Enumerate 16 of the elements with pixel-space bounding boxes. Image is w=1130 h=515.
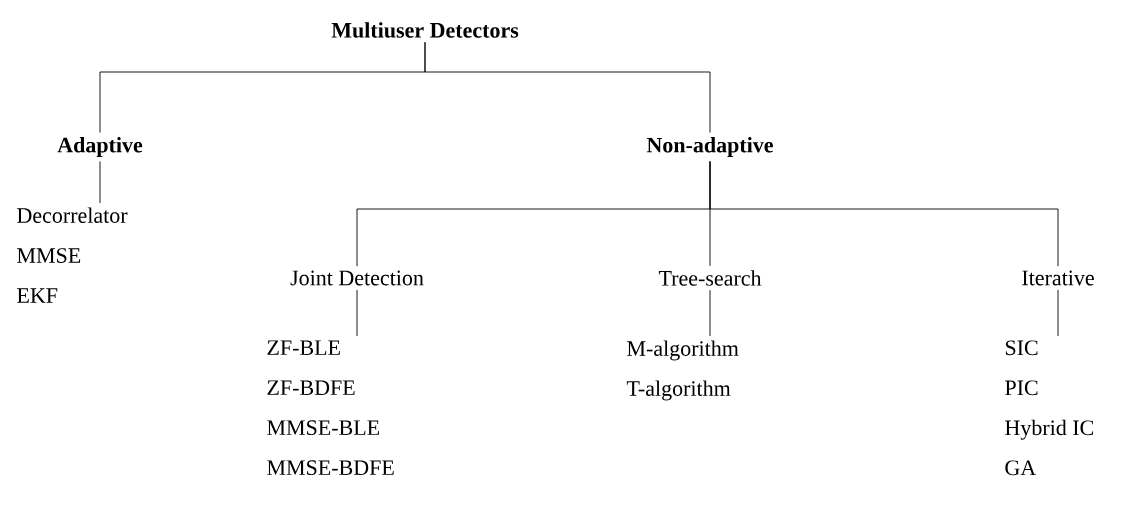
- tree-line: [356, 289, 358, 337]
- tree-line: [1057, 289, 1059, 337]
- category-text: Tree-search: [658, 270, 762, 286]
- category-text: Adaptive: [57, 137, 143, 157]
- category-text: Joint Detection: [290, 270, 424, 286]
- item-list: M-algorithm T-algorithm: [626, 340, 739, 401]
- item-list: ZF-BLE ZF-BDFE MMSE-BLE MMSE-BDFE: [267, 340, 394, 476]
- item-list: Decorrelator MMSE EKF: [17, 207, 128, 303]
- item-list: SIC PIC Hybrid IC GA: [1005, 340, 1094, 476]
- category-text: Non-adaptive: [646, 137, 773, 157]
- tree-line: [424, 41, 711, 134]
- category-text: Iterative: [1022, 270, 1094, 286]
- tree-line: [99, 161, 101, 204]
- heading-text: Multiuser Detectors: [331, 22, 519, 38]
- tree-line: [709, 161, 1059, 267]
- tree-line: [709, 289, 711, 337]
